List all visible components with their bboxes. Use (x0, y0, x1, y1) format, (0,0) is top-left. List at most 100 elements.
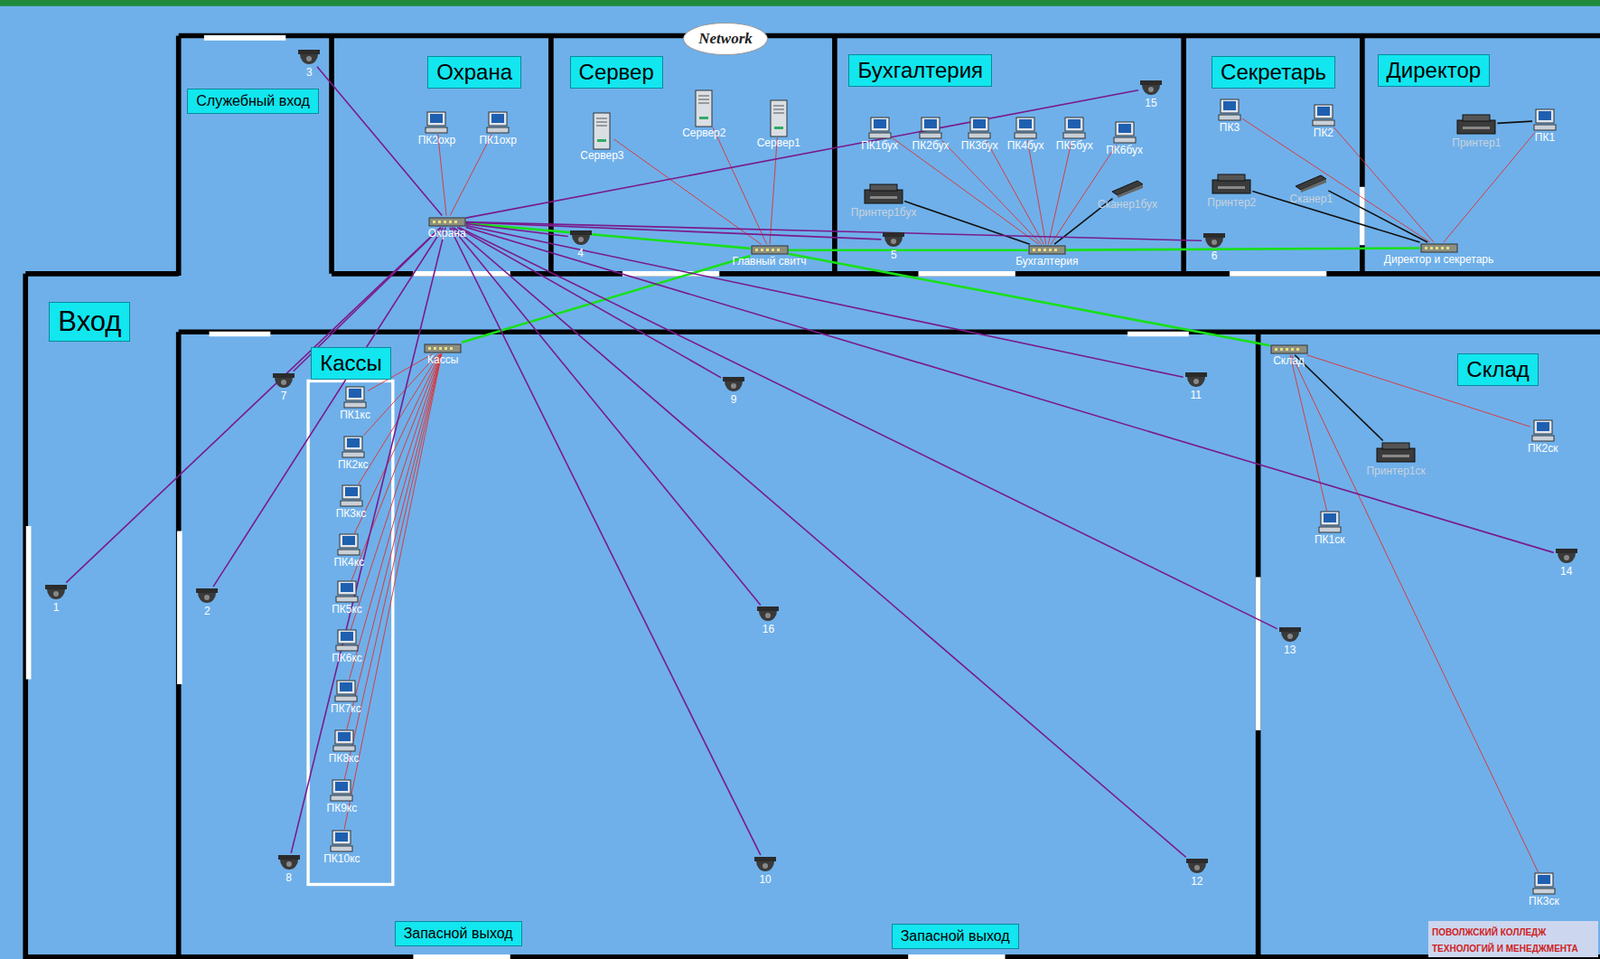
computer: ПК4кс (333, 533, 365, 569)
node-label: Бухгалтерия (857, 57, 983, 84)
computer: ПК3ск (1528, 871, 1560, 908)
node-label: Принтер1бух (851, 206, 917, 219)
computer: ПК5кс (331, 580, 363, 616)
computer-icon (1310, 103, 1337, 128)
cable (1050, 144, 1117, 244)
computer-icon (1061, 116, 1087, 141)
camera: 13 (1277, 625, 1303, 656)
computer-icon (334, 628, 360, 653)
printer-icon (1455, 112, 1498, 138)
camera-icon (1201, 231, 1227, 251)
room-label: Секретарь (1211, 56, 1336, 89)
node-label: 5 (890, 249, 898, 262)
computer-icon (328, 829, 355, 853)
computer: ПК1 (1532, 108, 1558, 144)
node-label: ПК2охр (418, 134, 457, 147)
computer: ПК6бух (1105, 121, 1143, 157)
node-label: Секретарь (1220, 59, 1327, 85)
node-label: ПК6бух (1105, 144, 1143, 157)
cable (453, 227, 1186, 858)
printer: Принтер1бух (851, 181, 917, 219)
cable (904, 201, 1030, 245)
switch-icon (1420, 242, 1459, 254)
node-label: Принтер1 (1451, 137, 1501, 150)
computer: ПК6кс (331, 628, 363, 665)
node-label: ПК2 (1313, 127, 1334, 140)
computer-icon (328, 778, 355, 803)
cable (466, 226, 1554, 553)
node-label: 8 (285, 871, 292, 884)
node-label: Служебный вход (196, 92, 310, 111)
cable (1252, 190, 1420, 243)
switch-icon (1028, 243, 1067, 256)
switch: Бухгалтерия (1015, 243, 1078, 268)
camera: 9 (720, 374, 747, 406)
node-label: Вход (57, 305, 122, 338)
cable (290, 227, 446, 853)
computer: ПК2бух (912, 116, 950, 152)
camera: 4 (568, 228, 594, 260)
camera-icon (755, 604, 781, 624)
cable (942, 140, 1042, 244)
switch-icon (428, 215, 467, 228)
node-label: ПК3бух (961, 140, 999, 152)
camera-icon (568, 228, 594, 248)
camera: 6 (1201, 231, 1227, 262)
node-label: ПК3кс (336, 507, 367, 520)
node-label: 4 (577, 247, 584, 260)
printer-icon (1210, 171, 1253, 197)
switch: Директор и секретарь (1384, 242, 1494, 266)
node-label: Директор и секретарь (1384, 253, 1494, 266)
cable (65, 227, 441, 583)
node-label: Директор (1386, 57, 1482, 84)
computer-icon (333, 679, 359, 703)
node-label: ПК10кс (323, 852, 360, 865)
node-label: ПК3 (1219, 121, 1240, 134)
node-label: ПК2бух (912, 140, 950, 152)
node-label: ПК1ск (1314, 533, 1346, 546)
cable (458, 227, 1278, 629)
camera-icon (194, 586, 220, 606)
node-label: 6 (1211, 250, 1218, 262)
node-label: 9 (730, 393, 738, 406)
camera-icon (1277, 625, 1303, 645)
node-label: 13 (1283, 644, 1296, 656)
node-label: ПК3ск (1528, 895, 1560, 908)
server-icon (767, 99, 791, 138)
cable (449, 134, 492, 216)
camera-icon (720, 374, 747, 394)
camera-icon (296, 47, 322, 67)
computer: ПК9кс (327, 778, 358, 815)
node-label: ПК6кс (331, 652, 363, 665)
room-label: Бухгалтерия (848, 54, 992, 87)
computer-icon (1012, 116, 1039, 141)
scanner: Сканер1 (1290, 169, 1334, 206)
room-label: Вход (48, 301, 131, 342)
computer: ПК3бух (961, 116, 999, 152)
node-label: Сканер1 (1290, 193, 1334, 206)
computer-icon (336, 533, 362, 557)
switch: Главный свитч (732, 243, 807, 268)
server: Сервер3 (580, 112, 624, 162)
printer: Принтер2 (1207, 171, 1256, 209)
scanner-icon (1110, 175, 1145, 199)
camera: 14 (1553, 546, 1580, 578)
computer-icon (1112, 121, 1138, 145)
network-cloud: Network (683, 22, 768, 56)
watermark-text: ПОВОЛЖСКИЙ КОЛЛЕДЖ ТЕХНОЛОГИЙ И МЕНЕДЖМЕ… (1431, 926, 1579, 954)
room-label: Кассы (310, 346, 392, 380)
switch: Склад (1270, 343, 1309, 367)
camera: 15 (1138, 78, 1164, 110)
cable (1047, 140, 1072, 244)
computer: ПК4бух (1007, 116, 1045, 152)
cable (1294, 355, 1383, 441)
node-label: ПК1охр (478, 134, 517, 147)
node-label: Принтер1ск (1366, 465, 1425, 478)
computer: ПК3 (1216, 98, 1243, 134)
cable (1333, 127, 1434, 243)
node-label: ПК2кс (337, 458, 369, 471)
server: Сервер2 (682, 89, 726, 140)
computer-icon (917, 116, 944, 141)
node-label: Главный свитч (732, 255, 807, 268)
server: Сервер1 (757, 99, 801, 150)
